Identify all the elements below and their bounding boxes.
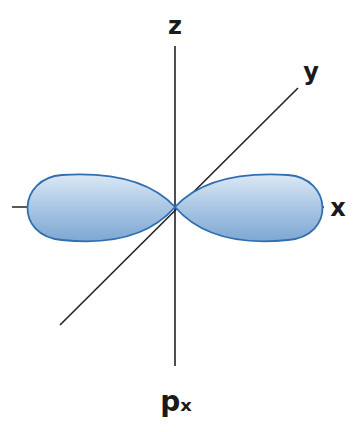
orbital-lobe (27, 174, 175, 241)
axis-label: z (166, 14, 184, 38)
axis-label: y (301, 60, 321, 84)
orbital-lobe (175, 174, 323, 241)
orbital-caption: pₓ (158, 388, 194, 416)
axis-label: x (328, 196, 347, 220)
